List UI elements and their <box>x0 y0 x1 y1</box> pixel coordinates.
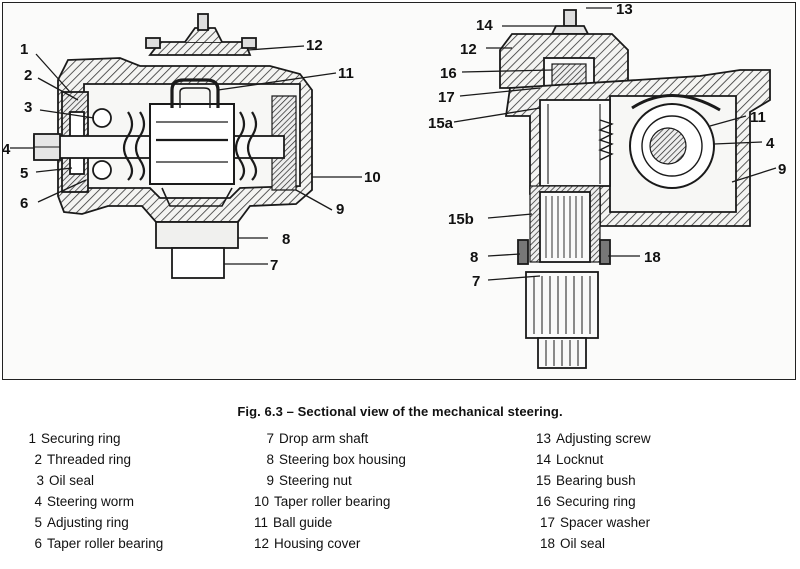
legend-number: 6 <box>34 536 42 551</box>
legend-label: Steering box housing <box>279 452 406 467</box>
legend-number: 17 <box>540 515 556 530</box>
legend-item: 11 Ball guide <box>254 512 406 533</box>
legend-item: 15 Bearing bush <box>536 470 651 491</box>
legend-number: 18 <box>540 536 556 551</box>
left-leader-lines <box>10 45 362 265</box>
callout-left-2: 2 <box>24 67 32 84</box>
legend-number: 3 <box>36 473 44 488</box>
callout-left-11: 11 <box>338 65 354 82</box>
callout-right-4: 4 <box>766 135 775 152</box>
drop-arm-shaft-left <box>171 247 225 279</box>
legend-label: Threaded ring <box>47 452 132 467</box>
callout-right-12: 12 <box>460 41 477 58</box>
legend-label: Drop arm shaft <box>279 431 369 446</box>
legend-item: 9 Steering nut <box>254 470 406 491</box>
legend-item: 3 Oil seal <box>22 470 163 491</box>
legend-number: 9 <box>266 473 274 488</box>
steering-nut-left <box>149 103 235 185</box>
legend-number: 14 <box>536 452 552 467</box>
legend-column-3: 13 Adjusting screw 14 Locknut 15 Bearing bu… <box>536 428 651 554</box>
callout-right-13: 13 <box>616 1 633 18</box>
legend-label: Oil seal <box>560 536 606 551</box>
callout-right-16: 16 <box>440 65 457 82</box>
legend-number: 12 <box>254 536 270 551</box>
callout-left-3: 3 <box>24 99 32 116</box>
legend-item: 16 Securing ring <box>536 491 651 512</box>
callout-labels: 1 2 3 4 5 6 7 8 9 10 11 12 13 14 12 16 1… <box>2 1 786 290</box>
legend-number: 15 <box>536 473 552 488</box>
callout-right-17: 17 <box>438 89 455 106</box>
legend-label: Ball guide <box>273 515 333 530</box>
callout-right-18: 18 <box>644 249 661 266</box>
callout-right-9: 9 <box>778 161 786 178</box>
callout-left-7: 7 <box>270 257 278 274</box>
legend-number: 11 <box>254 515 269 530</box>
callout-right-15b: 15b <box>448 211 474 228</box>
figure-caption: Fig. 6.3 – Sectional view of the mechani… <box>237 404 563 419</box>
callout-left-12: 12 <box>306 37 323 54</box>
legend-item: 2 Threaded ring <box>22 449 163 470</box>
legend-item: 13 Adjusting screw <box>536 428 651 449</box>
legend-label: Bearing bush <box>556 473 636 488</box>
callout-right-8: 8 <box>470 249 478 266</box>
legend-label: Spacer washer <box>560 515 651 530</box>
housing-cover-left <box>148 41 252 56</box>
legend-item: 8 Steering box housing <box>254 449 406 470</box>
legend-label: Oil seal <box>49 473 95 488</box>
worm-threads <box>122 111 258 181</box>
legend-label: Steering worm <box>47 494 135 509</box>
callout-left-1: 1 <box>20 41 28 58</box>
legend-label: Taper roller bearing <box>274 494 391 509</box>
legend-item: 10 Taper roller bearing <box>254 491 406 512</box>
callout-right-7: 7 <box>472 273 480 290</box>
legend-number: 7 <box>266 431 274 446</box>
ball-guide-left <box>170 78 220 108</box>
callout-left-6: 6 <box>20 195 28 212</box>
legend-number: 10 <box>254 494 270 509</box>
legend-number: 8 <box>266 452 274 467</box>
legend-label: Adjusting ring <box>47 515 129 530</box>
callout-left-10: 10 <box>364 169 381 186</box>
legend-item: 7 Drop arm shaft <box>254 428 406 449</box>
legend-number: 16 <box>536 494 552 509</box>
legend-item: 14 Locknut <box>536 449 651 470</box>
legend-item: 1 Securing ring <box>22 428 163 449</box>
legend-number: 13 <box>536 431 552 446</box>
legend-label: Taper roller bearing <box>47 536 164 551</box>
legend-item: 17 Spacer washer <box>536 512 651 533</box>
legend-number: 1 <box>28 431 36 446</box>
legend-number: 2 <box>34 452 42 467</box>
legend-item: 18 Oil seal <box>536 533 651 554</box>
drop-arm-shaft-right <box>525 271 599 339</box>
right-leader-lines <box>453 7 777 281</box>
legend-number: 4 <box>34 494 42 509</box>
callout-right-15a: 15a <box>428 115 454 132</box>
callout-right-14: 14 <box>476 17 493 34</box>
callout-left-5: 5 <box>20 165 28 182</box>
drop-arm-shaft-collar-left <box>155 221 239 249</box>
callout-left-9: 9 <box>336 201 344 218</box>
legend-label: Locknut <box>556 452 604 467</box>
left-sectional-view <box>33 13 313 279</box>
legend-label: Housing cover <box>274 536 361 551</box>
right-sectional-view <box>499 9 771 369</box>
legend-number: 5 <box>34 515 42 530</box>
legend-label: Steering nut <box>279 473 352 488</box>
steering-sectional-drawing: 1 2 3 4 5 6 7 8 9 10 11 12 13 14 12 16 1… <box>2 1 786 369</box>
callout-left-4: 4 <box>2 141 11 158</box>
legend-item: 4 Steering worm <box>22 491 163 512</box>
legend-label: Securing ring <box>556 494 636 509</box>
legend-item: 6 Taper roller bearing <box>22 533 163 554</box>
callout-right-11: 11 <box>750 109 766 126</box>
legend-label: Adjusting screw <box>556 431 651 446</box>
legend-item: 12 Housing cover <box>254 533 406 554</box>
ball-guide-right <box>631 94 721 112</box>
legend-item: 5 Adjusting ring <box>22 512 163 533</box>
legend-label: Securing ring <box>41 431 121 446</box>
callout-left-8: 8 <box>282 231 290 248</box>
